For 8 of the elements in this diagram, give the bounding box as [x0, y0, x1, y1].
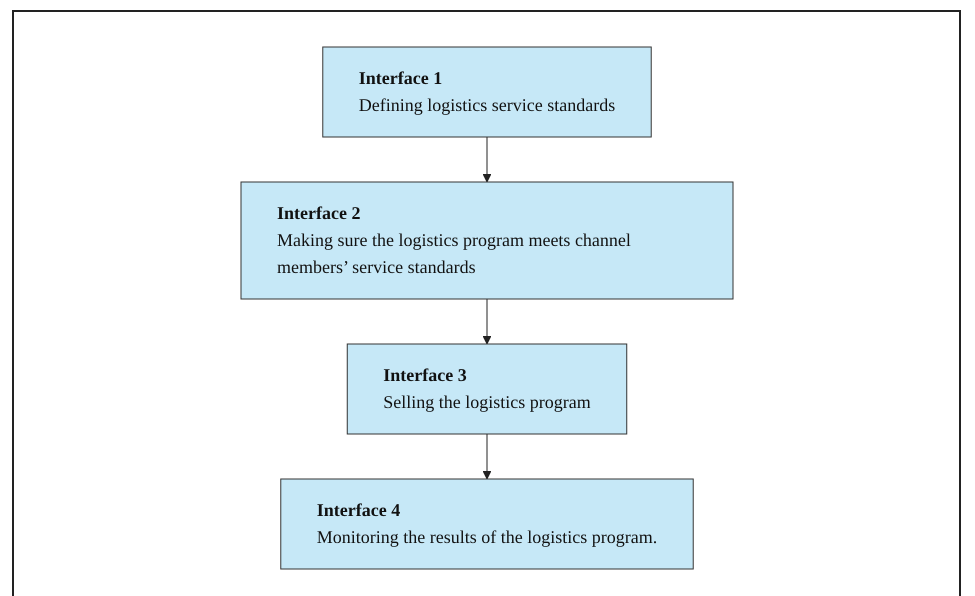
node-box — [322, 46, 652, 138]
node-box — [346, 344, 627, 434]
arrow — [482, 434, 491, 480]
arrow — [482, 136, 491, 182]
arrow — [482, 298, 491, 344]
page-frame: Interface 1 Defining logistics service standards Interface 2 Making sure the logistics program meets channel members’ service standards Interface 3 Selling the logistics program Interface 4 Monitoring the results of the logistics program. — [12, 10, 961, 596]
node-box — [240, 182, 733, 300]
node-box — [280, 478, 694, 570]
